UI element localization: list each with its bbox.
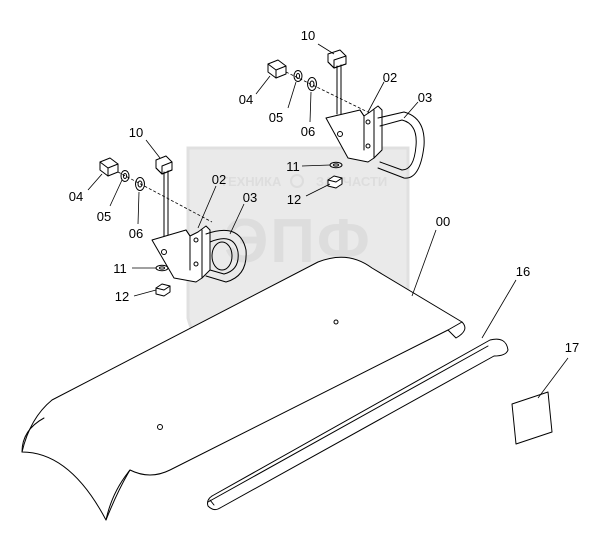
callout-04-left: 04: [69, 189, 83, 204]
callout-03-left: 03: [243, 190, 257, 205]
callout-02-left: 02: [212, 172, 226, 187]
callout-00: 00: [436, 214, 450, 229]
callout-labels: 10 02 03 04 05 06 11 12 10 04 05 06 02 0…: [69, 28, 579, 355]
watermark-text-right: ЗАПЧАСТИ: [316, 174, 387, 189]
callout-03-top: 03: [418, 90, 432, 105]
callout-05-left: 05: [97, 209, 111, 224]
leader-lines: [87, 43, 569, 399]
callout-12-left: 12: [115, 289, 129, 304]
callout-17: 17: [565, 340, 579, 355]
callout-06-left: 06: [129, 226, 143, 241]
seal-strip: [207, 338, 509, 511]
callout-11-top: 11: [286, 159, 300, 174]
watermark-text-left: ТЕХНИКА: [220, 174, 282, 189]
cover-plate: [21, 256, 466, 521]
callout-16: 16: [516, 264, 530, 279]
callout-05-top: 05: [269, 110, 283, 125]
gear-icon: [290, 174, 304, 188]
callout-11-left: 11: [113, 261, 127, 276]
callout-10-left: 10: [129, 125, 143, 140]
callout-12-top: 12: [287, 192, 301, 207]
callout-02-top: 02: [383, 70, 397, 85]
callout-06-top: 06: [301, 124, 315, 139]
callout-10-top: 10: [301, 28, 315, 43]
callout-04-top: 04: [239, 92, 253, 107]
label-plate: [511, 391, 553, 445]
left-bracket-assembly: [99, 155, 247, 297]
upper-bracket-assembly: [267, 49, 425, 189]
